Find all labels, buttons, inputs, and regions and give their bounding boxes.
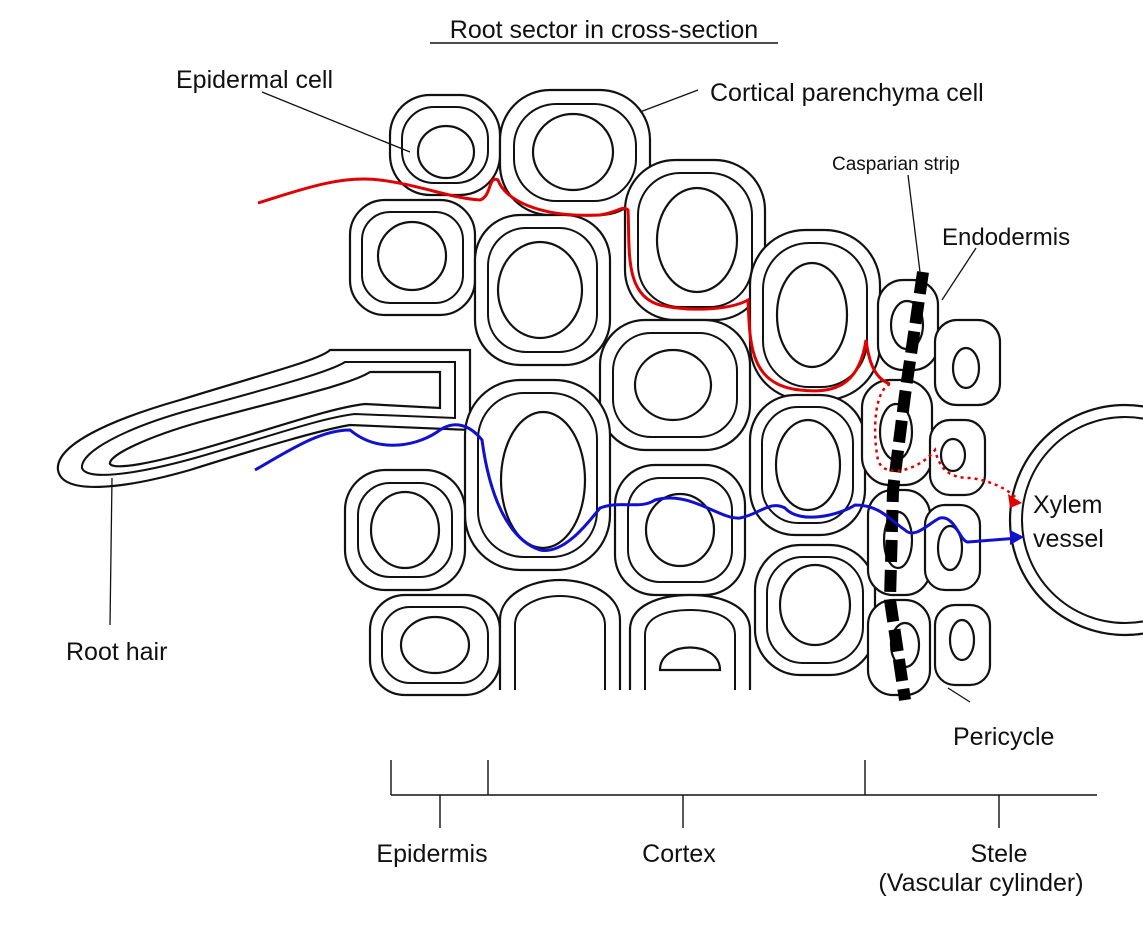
label-epidermis: Epidermis bbox=[376, 840, 487, 868]
cortical-cell bbox=[613, 463, 747, 597]
xylem-vessel bbox=[1008, 403, 1143, 637]
label-root-hair: Root hair bbox=[66, 638, 167, 666]
apoplast-pathway bbox=[257, 177, 891, 393]
leader-root-hair bbox=[109, 477, 113, 626]
symplast-arrowhead bbox=[1010, 530, 1024, 545]
epidermal-cell bbox=[498, 88, 652, 217]
label-epidermal-cell: Epidermal cell bbox=[176, 66, 333, 94]
label-vascular-cylinder: (Vascular cylinder) bbox=[878, 869, 1083, 897]
symplast-pathway bbox=[254, 423, 1019, 552]
casparian-strip bbox=[883, 271, 929, 701]
pericycle-cell bbox=[928, 418, 987, 497]
endodermis-cell bbox=[866, 488, 932, 597]
leader-pericycle bbox=[947, 687, 971, 703]
epidermal-cell bbox=[343, 468, 467, 592]
cortical-cell bbox=[463, 378, 612, 572]
cortical-cell bbox=[748, 393, 867, 537]
diagram-title: Root sector in cross-section bbox=[450, 16, 758, 44]
apoplast-arrowhead bbox=[1008, 494, 1022, 508]
epidermal-cell bbox=[368, 593, 502, 697]
leader-casparian-strip bbox=[907, 174, 921, 273]
label-vessel: vessel bbox=[1033, 525, 1104, 553]
cortical-cell bbox=[598, 318, 752, 452]
endodermis-cell bbox=[876, 278, 940, 372]
pericycle-cell bbox=[923, 503, 982, 592]
label-casparian-strip: Casparian strip bbox=[832, 154, 960, 175]
root-hair-cell bbox=[56, 348, 472, 489]
epidermal-cell bbox=[348, 198, 477, 317]
cortical-cell bbox=[473, 213, 612, 367]
label-pericycle: Pericycle bbox=[953, 723, 1054, 751]
pericycle-cell bbox=[933, 318, 1002, 407]
leader-endodermis bbox=[941, 247, 977, 301]
label-xylem: Xylem bbox=[1033, 491, 1102, 519]
leader-epidermal-cell bbox=[261, 91, 411, 153]
cortical-cell bbox=[753, 543, 877, 677]
label-endodermis: Endodermis bbox=[942, 224, 1070, 251]
cell-layers bbox=[343, 88, 1002, 697]
label-stele: Stele bbox=[971, 840, 1028, 868]
cortical-cell bbox=[748, 228, 882, 402]
region-scale bbox=[390, 760, 1097, 828]
pericycle-cell bbox=[933, 603, 992, 687]
cortical-cell bbox=[623, 158, 767, 322]
epidermal-cell bbox=[388, 93, 502, 197]
apoplast-pathway-blocked bbox=[873, 382, 1019, 501]
label-cortex: Cortex bbox=[642, 840, 716, 868]
leader-cortical-cell bbox=[639, 89, 699, 113]
label-cortical-parenchyma-cell: Cortical parenchyma cell bbox=[710, 79, 984, 107]
